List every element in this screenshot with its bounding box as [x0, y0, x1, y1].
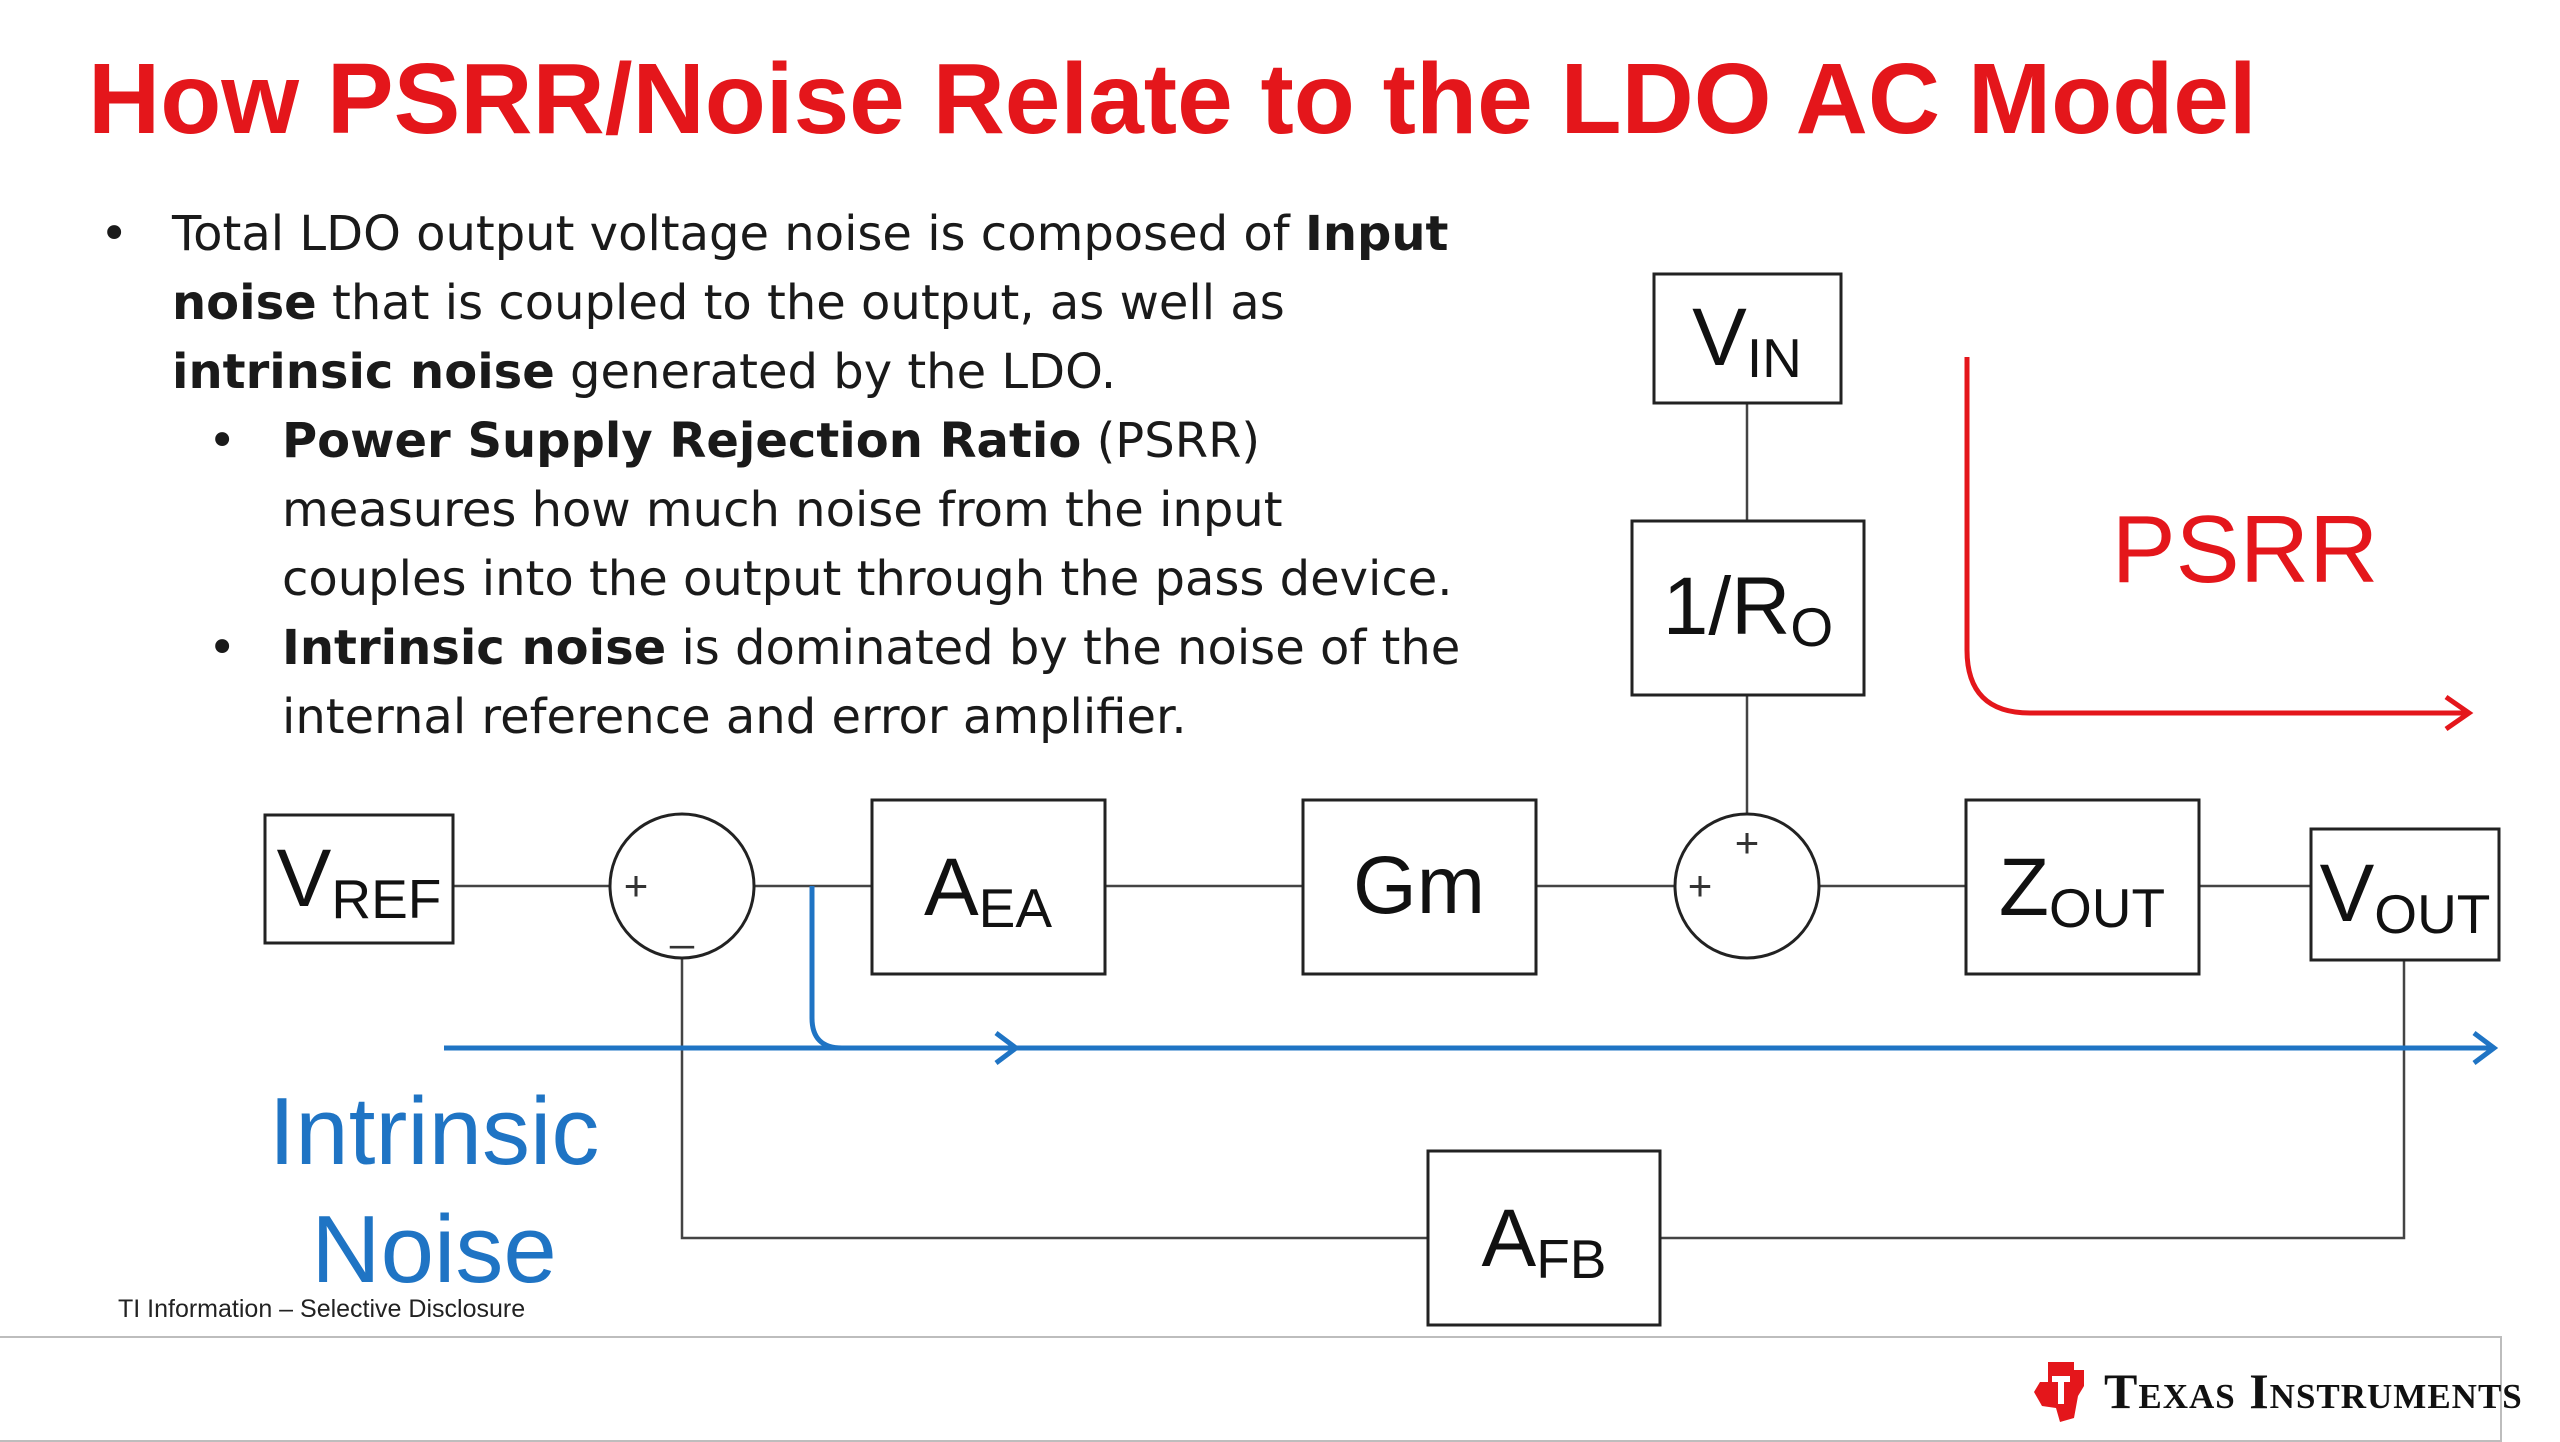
block-afb-label: AFB	[1482, 1193, 1607, 1290]
wire-vout-afb	[1659, 961, 2406, 1240]
footer-bar	[0, 1336, 2502, 1442]
block-afb: AFB	[1426, 1149, 1662, 1327]
psrr-arrowhead	[2444, 694, 2474, 732]
disclosure-note: TI Information – Selective Disclosure	[118, 1295, 526, 1323]
bullet-list: Total LDO output voltage noise is compos…	[100, 200, 1480, 752]
sub-bullet-item-psrr: Power Supply Rejection Ratio (PSRR) meas…	[100, 407, 1480, 614]
ti-logo: Texas Instruments	[2026, 1356, 2523, 1426]
block-ro-label: 1/RO	[1663, 561, 1833, 658]
block-vout-label: VOUT	[2320, 848, 2491, 945]
sum2-plus-top-sign: +	[1735, 819, 1760, 866]
signal-wires	[452, 402, 2406, 1240]
noise-branch	[809, 886, 1014, 1051]
block-vref-label: VREF	[277, 833, 442, 930]
bullet-text: that is coupled to the output, as well a…	[316, 275, 1285, 331]
summing-junction-output: + +	[1673, 812, 1821, 960]
sub-bullet-text: (PSRR) measures how much noise from the …	[282, 413, 1453, 607]
bullet-bold-intrinsic-noise: intrinsic noise	[172, 344, 555, 400]
intrinsic-noise-arrow: Intrinsic Noise	[269, 886, 2499, 1303]
bullet-item-noise: Total LDO output voltage noise is compos…	[100, 200, 1480, 407]
ti-logo-icon	[2034, 1362, 2084, 1422]
sum1-plus-sign: +	[624, 862, 649, 909]
block-zout-label: ZOUT	[1999, 842, 2165, 939]
psrr-arrow: PSRR	[1964, 357, 2474, 732]
block-aea: AEA	[870, 798, 1107, 976]
block-gm-label: Gm	[1353, 840, 1485, 931]
wire-afb-sum1	[680, 957, 1428, 1240]
ti-logo-text: Texas Instruments	[2104, 1363, 2523, 1419]
noise-arrowhead-mid	[994, 1031, 1021, 1065]
sum1-minus-sign: _	[669, 902, 694, 949]
noise-arrowhead-right	[2472, 1031, 2499, 1065]
sub-bullet-bold-intrinsic: Intrinsic noise	[282, 620, 667, 676]
bullet-bold-input-noise: Input noise	[172, 206, 1449, 331]
block-vin-label: VIN	[1692, 292, 1802, 389]
block-one-over-ro: 1/RO	[1630, 519, 1866, 697]
bullet-text: generated by the LDO.	[554, 344, 1117, 400]
sub-bullet-bold-psrr: Power Supply Rejection Ratio	[282, 413, 1082, 469]
slide-title: How PSRR/Noise Relate to the LDO AC Mode…	[88, 43, 2257, 155]
block-vin: VIN	[1652, 272, 1843, 405]
block-aea-label: AEA	[924, 842, 1052, 939]
sum2-plus-left-sign: +	[1688, 862, 1713, 909]
block-vref: VREF	[263, 813, 455, 945]
sub-bullet-item-intrinsic: Intrinsic noise is dominated by the nois…	[100, 614, 1480, 752]
noise-label-line1: Intrinsic	[269, 1078, 600, 1185]
block-gm: Gm	[1301, 798, 1538, 976]
block-vout: VOUT	[2309, 827, 2501, 962]
noise-label-line2: Noise	[311, 1196, 556, 1303]
sub-bullet-text: is dominated by the noise of the interna…	[282, 620, 1461, 745]
bullet-text: Total LDO output voltage noise is compos…	[172, 206, 1305, 262]
summing-junction-error: + _	[608, 812, 756, 960]
block-zout: ZOUT	[1964, 798, 2201, 976]
psrr-curve	[1964, 357, 2466, 716]
psrr-label: PSRR	[2112, 496, 2379, 603]
